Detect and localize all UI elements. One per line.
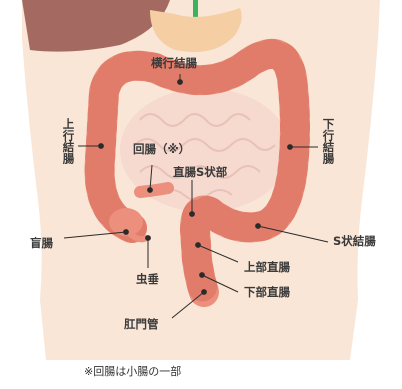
label-sigmoid-colon: S状結腸	[333, 236, 376, 248]
label-lower-rectum: 下部直腸	[244, 287, 290, 299]
label-appendix: 虫垂	[136, 274, 159, 286]
label-ascending-colon: 上行結腸	[62, 118, 74, 164]
label-anal-canal: 肛門管	[124, 319, 159, 331]
label-upper-rectum: 上部直腸	[244, 262, 290, 274]
label-descending-colon: 下行結腸	[322, 118, 334, 164]
label-cecum: 盲腸	[30, 238, 53, 250]
label-transverse-colon: 横行結腸	[151, 58, 197, 70]
footnote: ※回腸は小腸の一部	[84, 366, 181, 377]
label-rectosigmoid: 直腸S状部	[173, 167, 227, 179]
label-ileum: 回腸（※）	[133, 144, 190, 156]
